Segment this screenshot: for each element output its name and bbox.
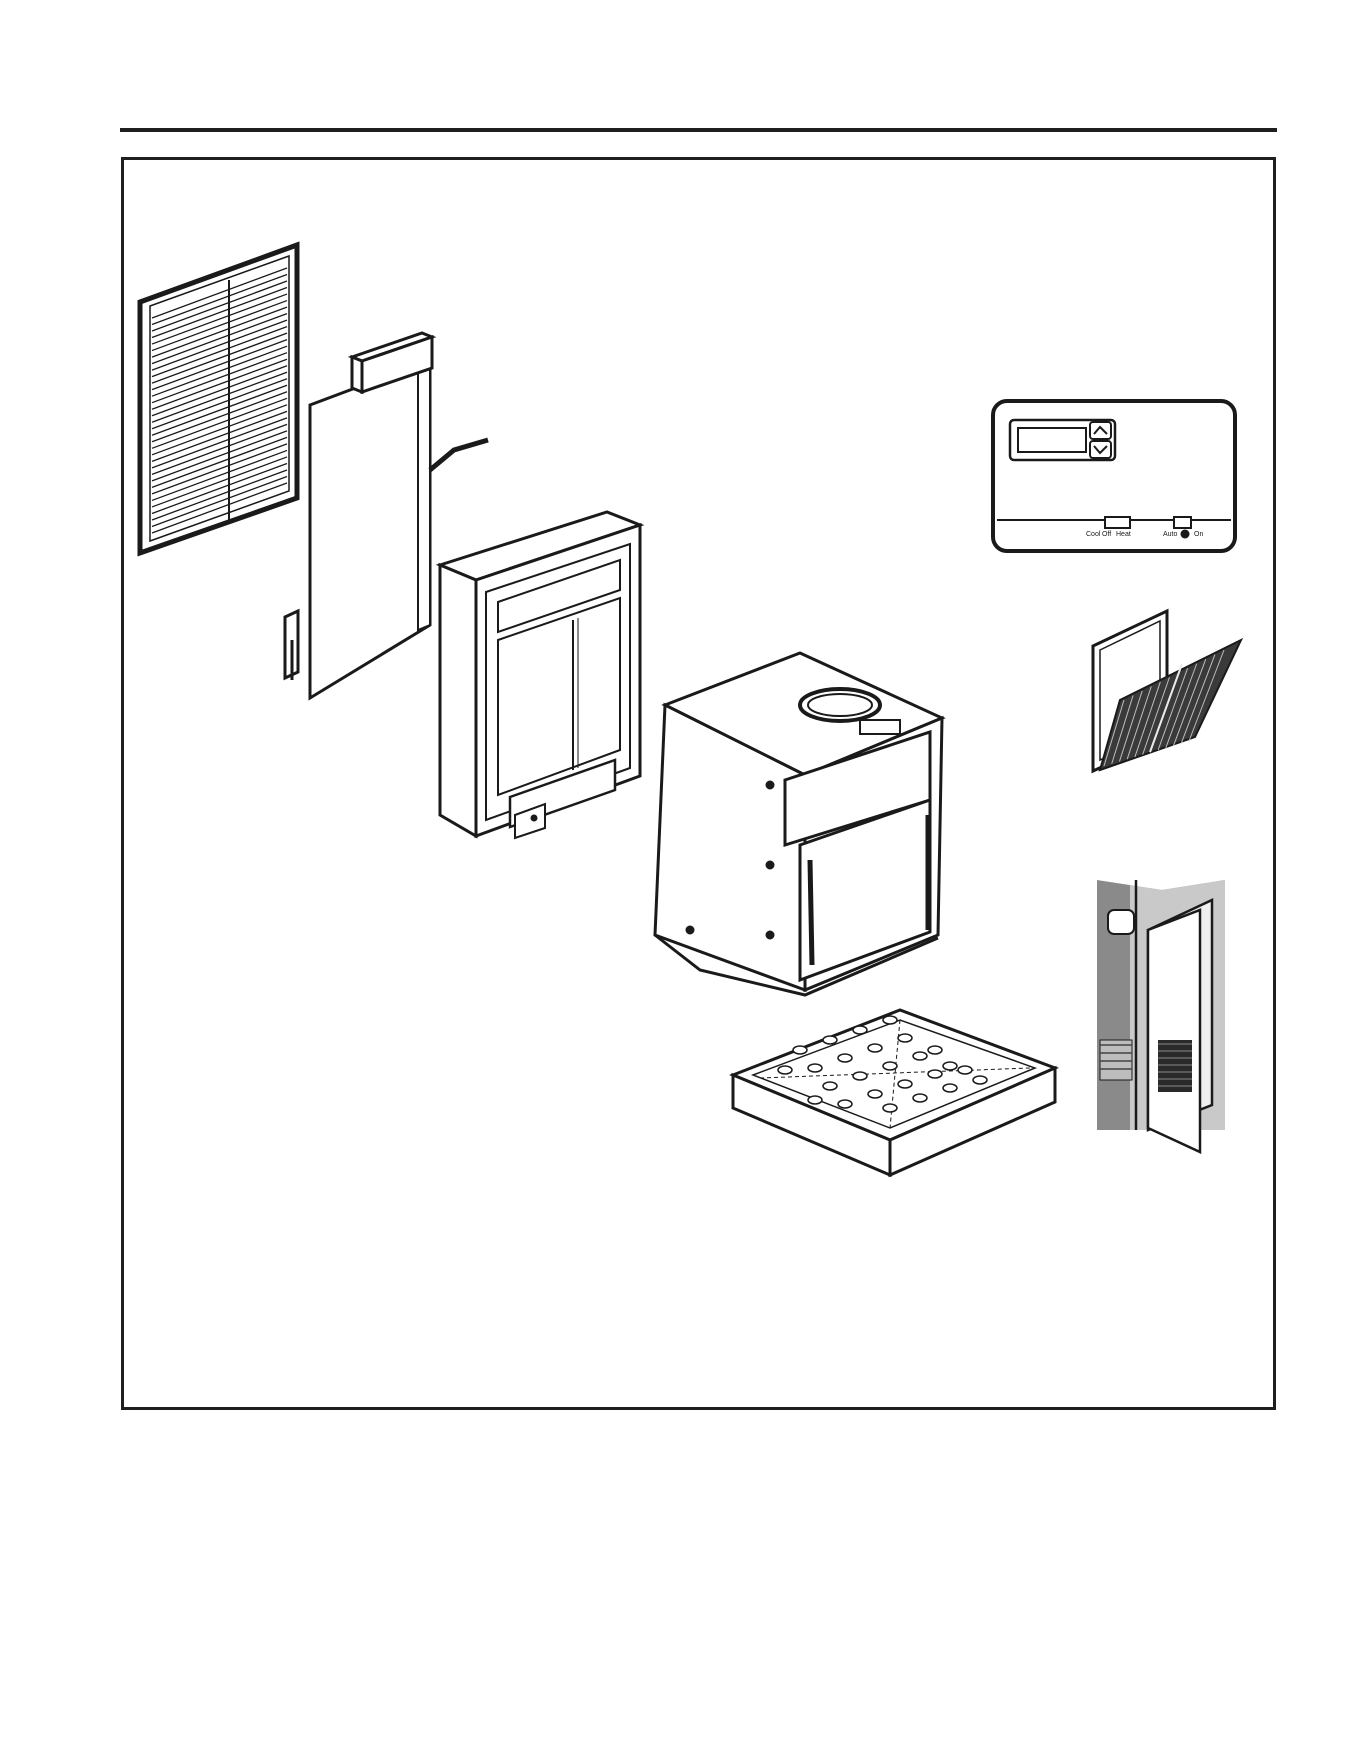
fan-label-auto: Auto	[1163, 531, 1178, 538]
accessory-grille	[1093, 611, 1241, 771]
sleeve-frame	[440, 512, 640, 838]
mode-label-cool: Cool	[1086, 531, 1101, 538]
fan-switch[interactable]	[1174, 517, 1191, 528]
chassis-unit	[655, 653, 942, 995]
louvered-grille	[140, 245, 297, 553]
base-pan	[733, 1010, 1055, 1175]
wall-access-panel	[1097, 880, 1225, 1152]
mode-label-off: Off	[1102, 531, 1111, 538]
temp-up-button[interactable]	[1090, 422, 1111, 439]
wall-thermostat: Cool Off Heat Auto On	[993, 401, 1235, 551]
temp-down-button[interactable]	[1090, 441, 1111, 458]
fan-label-on: On	[1194, 531, 1203, 538]
mode-label-heat: Heat	[1116, 531, 1131, 538]
mode-switch[interactable]	[1105, 517, 1130, 528]
